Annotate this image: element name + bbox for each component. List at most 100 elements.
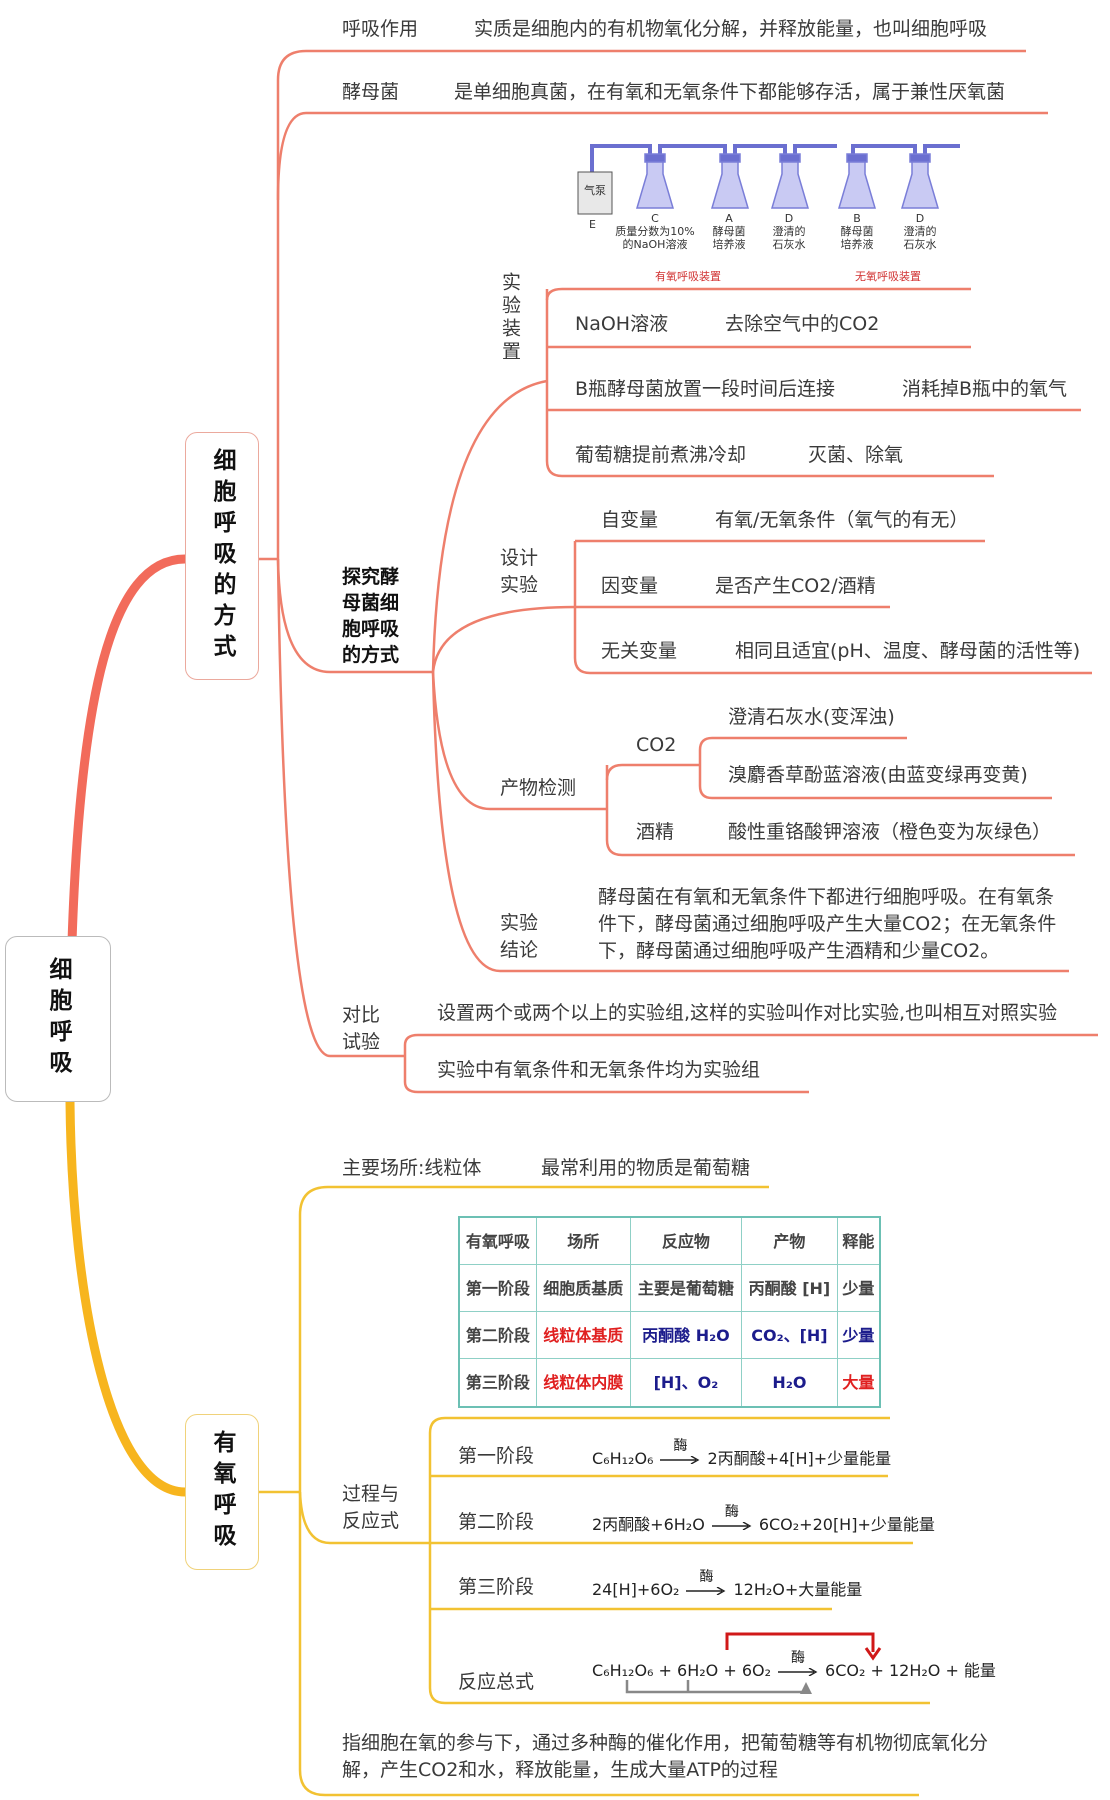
design-value: 有氧/无氧条件（氧气的有无） [715, 509, 969, 531]
flask-letter: D [915, 212, 925, 225]
aerobic-stage-table: 有氧呼吸场所反应物产物释能第一阶段细胞质基质主要是葡萄糖丙酮酸 [H]少量第二阶… [458, 1216, 881, 1408]
equation-products: 2丙酮酸+4[H]+少量能量 [707, 1449, 892, 1468]
apparatus-drawing [577, 144, 960, 215]
enzyme-label: 酶 [724, 1504, 739, 1520]
equation-products: 6CO₂+20[H]+少量能量 [758, 1515, 935, 1534]
stage-equation: C₆H₁₂O₆ + 6H₂O + 6O₂ 酶 6CO₂ + 12H₂O + 能量 [592, 1650, 996, 1681]
table-header: 场所 [535, 1216, 631, 1266]
root-node[interactable]: 细胞呼吸 [5, 936, 111, 1102]
pump-letter: E [589, 218, 596, 231]
node-detect: 产物检测 [500, 777, 577, 799]
table-cell: 主要是葡萄糖 [629, 1264, 743, 1313]
stage-label: 第二阶段 [458, 1511, 535, 1533]
table-cell: [H]、O₂ [629, 1358, 743, 1408]
flask-letter: A [725, 212, 733, 225]
design-value: 是否产生CO2/酒精 [715, 575, 876, 597]
detect-co2: CO2 [636, 734, 677, 756]
equation-reactants: 2丙酮酸+6H₂O [592, 1515, 705, 1534]
equation-products: 6CO₂ + 12H₂O + 能量 [825, 1661, 996, 1680]
flask-desc: 酵母菌培养液 [840, 225, 874, 251]
arrow-icon [778, 1668, 818, 1676]
node-definition: 指细胞在氧的参与下，通过多种酶的催化作用，把葡萄糖等有机物彻底氧化分解，产生CO… [342, 1732, 989, 1781]
equation-products: 12H₂O+大量能量 [733, 1580, 863, 1599]
table-header: 反应物 [629, 1216, 743, 1266]
table-cell: 丙酮酸 [H] [741, 1264, 838, 1313]
table-row: 第一阶段细胞质基质主要是葡萄糖丙酮酸 [H]少量 [458, 1264, 881, 1313]
node-explore: 探究酵母菌细胞呼吸的方式 [342, 566, 400, 666]
table-header: 释能 [836, 1216, 881, 1266]
node-setup: 实验装置 [499, 272, 521, 364]
table-header: 产物 [741, 1216, 838, 1266]
setup-key: B瓶酵母菌放置一段时间后连接 [575, 378, 836, 400]
node-respiration-desc: 实质是细胞内的有机物氧化分解，并释放能量，也叫细胞呼吸 [474, 18, 988, 40]
table-cell: 丙酮酸 H₂O [629, 1311, 743, 1360]
node-conclusion: 实验结论 [500, 912, 539, 961]
arrow-icon [686, 1587, 726, 1595]
stage-equation: 2丙酮酸+6H₂O 酶 6CO₂+20[H]+少量能量 [592, 1504, 935, 1535]
node-process: 过程与反应式 [342, 1483, 400, 1532]
setup-value: 去除空气中的CO2 [725, 313, 880, 335]
equation-reactants: C₆H₁₂O₆ [592, 1449, 654, 1468]
table-header: 有氧呼吸 [458, 1216, 537, 1266]
table-cell: CO₂、[H] [741, 1311, 838, 1360]
flask-desc: 澄清的石灰水 [903, 225, 937, 251]
table-cell: 第二阶段 [458, 1311, 537, 1360]
node-contrast: 对比试验 [342, 1004, 381, 1053]
table-cell: 细胞质基质 [535, 1264, 631, 1313]
stage-equation: C₆H₁₂O₆ 酶 2丙酮酸+4[H]+少量能量 [592, 1438, 891, 1469]
pump-label: 气泵 [584, 184, 606, 197]
contrast-item: 设置两个或两个以上的实验组,这样的实验叫作对比实验,也叫相互对照实验 [437, 1002, 1058, 1024]
stage-label: 反应总式 [458, 1671, 535, 1693]
enzyme-arrow: 酶 [659, 1438, 701, 1469]
design-key: 无关变量 [601, 640, 678, 662]
enzyme-label: 酶 [673, 1438, 688, 1454]
table-cell: 少量 [836, 1264, 881, 1313]
table-cell: 线粒体内膜 [535, 1358, 631, 1408]
arrow-icon [711, 1522, 752, 1530]
node-site-desc: 最常利用的物质是葡萄糖 [541, 1157, 751, 1179]
detect-co2-method: 澄清石灰水(变浑浊) [728, 706, 895, 728]
enzyme-label: 酶 [791, 1650, 806, 1666]
stage-label: 第一阶段 [458, 1445, 535, 1467]
node-yeast: 酵母菌 [342, 81, 400, 103]
flask-letter: B [853, 212, 861, 225]
setup-key: NaOH溶液 [575, 313, 669, 335]
aerobic-caption: 有氧呼吸装置 [655, 270, 721, 283]
anaerobic-caption: 无氧呼吸装置 [855, 270, 921, 283]
node-site: 主要场所:线粒体 [342, 1157, 482, 1179]
branch-label: 有氧呼吸 [209, 1430, 235, 1554]
branch-node-respiration-modes[interactable]: 细胞呼吸的方式 [185, 432, 259, 680]
detect-alcohol: 酒精 [636, 821, 675, 843]
table-cell: 少量 [836, 1311, 881, 1360]
arrow-icon [660, 1456, 700, 1464]
table-cell: 大量 [836, 1358, 881, 1408]
enzyme-arrow: 酶 [777, 1650, 819, 1681]
detect-alcohol-method: 酸性重铬酸钾溶液（橙色变为灰绿色） [728, 821, 1052, 843]
node-design: 设计实验 [500, 547, 539, 596]
table-header-row: 有氧呼吸场所反应物产物释能 [458, 1216, 881, 1266]
branch-node-aerobic[interactable]: 有氧呼吸 [185, 1414, 259, 1570]
node-respiration: 呼吸作用 [342, 18, 419, 40]
design-key: 自变量 [601, 509, 659, 531]
contrast-item: 实验中有氧条件和无氧条件均为实验组 [437, 1059, 761, 1081]
node-yeast-desc: 是单细胞真菌，在有氧和无氧条件下都能够存活，属于兼性厌氧菌 [454, 81, 1006, 103]
flask-desc: 澄清的石灰水 [772, 225, 806, 251]
setup-value: 消耗掉B瓶中的氧气 [902, 378, 1068, 400]
equation-reactants: C₆H₁₂O₆ + 6H₂O + 6O₂ [592, 1661, 772, 1680]
table-cell: 第一阶段 [458, 1264, 537, 1313]
table-cell: H₂O [741, 1358, 838, 1408]
design-key: 因变量 [601, 575, 659, 597]
flask-desc: 质量分数为10%的NaOH溶液 [615, 225, 695, 251]
enzyme-label: 酶 [699, 1569, 714, 1585]
branch-label: 细胞呼吸的方式 [209, 447, 235, 665]
design-value: 相同且适宜(pH、温度、酵母菌的活性等) [735, 640, 1081, 662]
